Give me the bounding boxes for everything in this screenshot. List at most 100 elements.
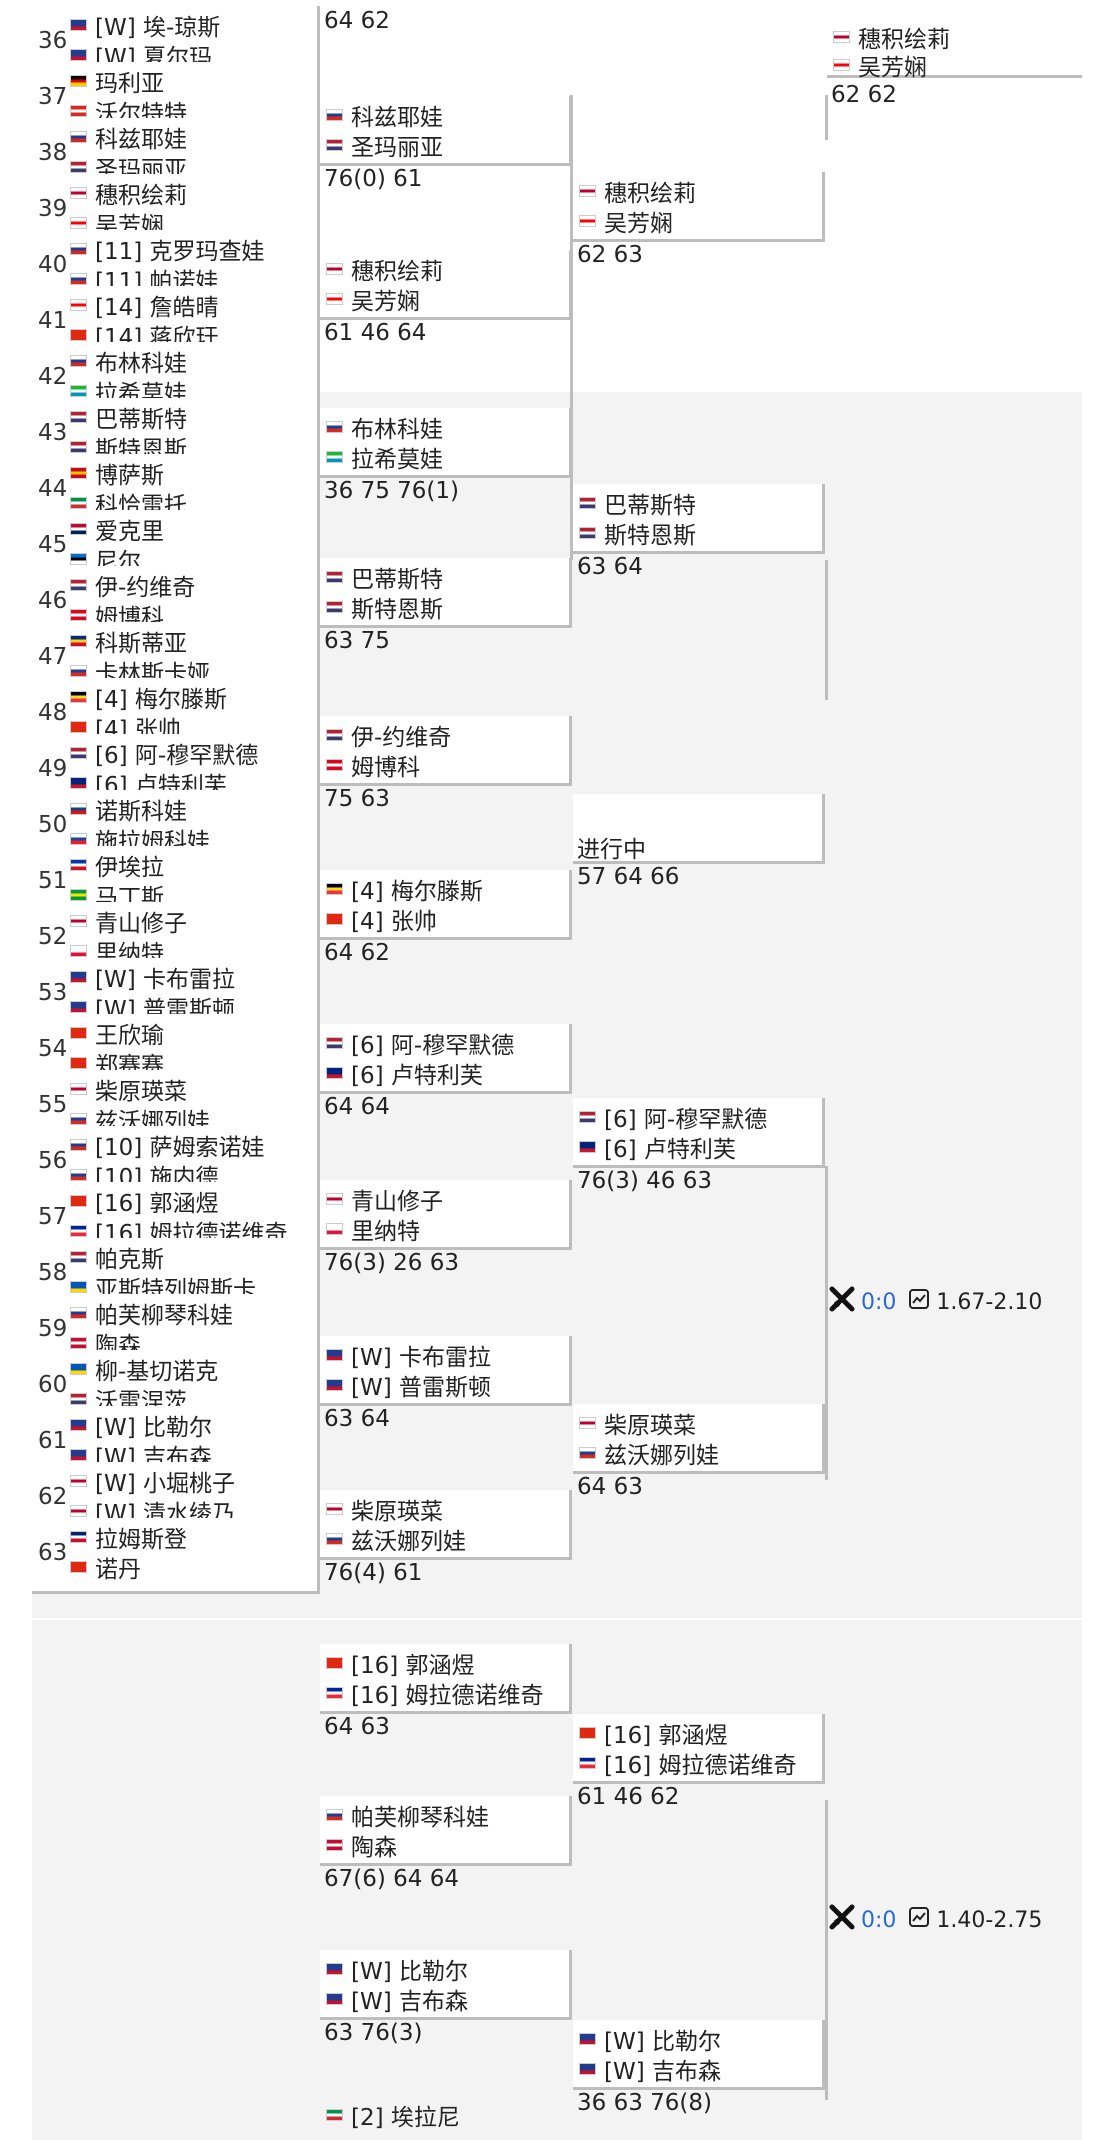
player-name[interactable]: 帕芙柳琴科娃 xyxy=(326,1800,489,1831)
player-name[interactable]: 里纳特 xyxy=(326,1214,420,1245)
player-name[interactable]: 拉希莫娃 xyxy=(326,442,443,473)
flag-icon xyxy=(579,1111,596,1123)
player-name[interactable]: 拉姆斯登 xyxy=(70,1522,187,1553)
player-name[interactable]: [4] 张帅 xyxy=(326,904,437,935)
player-label: 布林科娃 xyxy=(95,351,187,377)
flag-icon xyxy=(70,1001,87,1013)
player-name[interactable]: 科兹耶娃 xyxy=(326,100,443,131)
player-name[interactable]: [6] 阿-穆罕默德 xyxy=(326,1028,514,1059)
player-label: 科兹耶娃 xyxy=(95,127,187,153)
player-name[interactable]: 巴蒂斯特 xyxy=(326,562,443,593)
player-name[interactable]: [W] 吉布森 xyxy=(326,1984,468,2015)
player-label: 博萨斯 xyxy=(95,463,164,489)
player-name[interactable]: [W] 卡布雷拉 xyxy=(70,962,235,993)
player-name[interactable]: [6] 阿-穆罕默德 xyxy=(70,738,258,769)
player-name[interactable]: [W] 普雷斯顿 xyxy=(326,1370,491,1401)
player-name[interactable]: 巴蒂斯特 xyxy=(579,488,696,519)
player-name[interactable]: 博萨斯 xyxy=(70,458,164,489)
player-name[interactable]: 柴原瑛菜 xyxy=(579,1408,696,1439)
match-r2 xyxy=(320,1796,572,1866)
player-name[interactable]: 伊-约维奇 xyxy=(326,720,451,751)
player-name[interactable]: 诺斯科娃 xyxy=(70,794,187,825)
player-label: 陶森 xyxy=(351,1835,397,1861)
player-name[interactable]: 布林科娃 xyxy=(70,346,187,377)
player-name[interactable]: 帕克斯 xyxy=(70,1242,164,1273)
player-name[interactable]: 科兹耶娃 xyxy=(70,122,187,153)
player-name[interactable]: 伊-约维奇 xyxy=(70,570,195,601)
flag-icon xyxy=(70,1139,87,1151)
player-name[interactable]: [W] 小堀桃子 xyxy=(70,1466,235,1497)
match-number: 55 xyxy=(38,1092,68,1118)
player-name[interactable]: 吴芳娴 xyxy=(833,50,927,81)
player-name[interactable]: [16] 郭涵煜 xyxy=(579,1718,728,1749)
flag-icon xyxy=(70,19,87,31)
player-name[interactable]: 姆博科 xyxy=(326,750,420,781)
match-number: 59 xyxy=(38,1316,68,1342)
player-name[interactable]: 兹沃娜列娃 xyxy=(326,1524,466,1555)
player-name[interactable]: [16] 郭涵煜 xyxy=(326,1648,475,1679)
player-name[interactable]: [W] 比勒尔 xyxy=(326,1954,468,1985)
player-name[interactable]: 柴原瑛菜 xyxy=(326,1494,443,1525)
player-name[interactable]: [16] 姆拉德诺维奇 xyxy=(326,1678,544,1709)
player-name[interactable]: [10] 萨姆索诺娃 xyxy=(70,1130,265,1161)
flag-icon xyxy=(70,579,87,591)
player-name[interactable]: [W] 比勒尔 xyxy=(70,1410,212,1441)
player-name[interactable]: 圣玛丽亚 xyxy=(326,130,443,161)
flag-icon xyxy=(326,1993,343,2005)
live-score-link[interactable]: 0:0 xyxy=(861,1907,897,1933)
player-name[interactable]: 穗积绘莉 xyxy=(70,178,187,209)
flag-icon xyxy=(70,243,87,255)
match-number: 53 xyxy=(38,980,68,1006)
player-name[interactable]: 穗积绘莉 xyxy=(579,176,696,207)
player-name[interactable]: [11] 克罗玛查娃 xyxy=(70,234,265,265)
player-name[interactable]: [W] 埃-琼斯 xyxy=(70,10,220,41)
player-name[interactable]: [W] 卡布雷拉 xyxy=(326,1340,491,1371)
tennis-icon[interactable] xyxy=(829,1286,855,1318)
flag-icon xyxy=(833,59,850,71)
player-name[interactable]: 布林科娃 xyxy=(326,412,443,443)
live-score-link[interactable]: 0:0 xyxy=(861,1289,897,1315)
player-name[interactable]: 青山修子 xyxy=(326,1184,443,1215)
player-name[interactable]: 吴芳娴 xyxy=(579,206,673,237)
player-name[interactable]: [6] 卢特利芙 xyxy=(579,1132,736,1163)
player-name[interactable]: 柴原瑛菜 xyxy=(70,1074,187,1105)
player-name[interactable]: 青山修子 xyxy=(70,906,187,937)
player-name[interactable]: 穗积绘莉 xyxy=(833,22,950,53)
chart-icon[interactable] xyxy=(908,1906,930,1934)
player-name[interactable]: 巴蒂斯特 xyxy=(70,402,187,433)
match-score: 64 64 xyxy=(324,1094,390,1120)
player-name[interactable]: [16] 姆拉德诺维奇 xyxy=(579,1748,797,1779)
player-name[interactable]: 斯特恩斯 xyxy=(579,518,696,549)
player-name[interactable]: 爱克里 xyxy=(70,514,164,545)
player-name[interactable]: 柳-基切诺克 xyxy=(70,1354,218,1385)
player-name[interactable]: [16] 郭涵煜 xyxy=(70,1186,219,1217)
player-name[interactable]: 伊埃拉 xyxy=(70,850,164,881)
player-name[interactable]: [6] 阿-穆罕默德 xyxy=(579,1102,767,1133)
player-name[interactable]: 兹沃娜列娃 xyxy=(579,1438,719,1469)
player-name[interactable]: 王欣瑜 xyxy=(70,1018,164,1049)
player-name[interactable]: 诺丹 xyxy=(70,1552,141,1583)
player-name[interactable]: [4] 梅尔滕斯 xyxy=(326,874,483,905)
player-name[interactable]: 吴芳娴 xyxy=(326,284,420,315)
player-name[interactable]: [6] 卢特利芙 xyxy=(326,1058,483,1089)
player-name[interactable]: 帕芙柳琴科娃 xyxy=(70,1298,233,1329)
player-name[interactable]: 斯特恩斯 xyxy=(326,592,443,623)
player-name[interactable]: [W] 吉布森 xyxy=(579,2054,721,2085)
chart-icon[interactable] xyxy=(908,1288,930,1316)
player-name[interactable]: [14] 詹皓晴 xyxy=(70,290,219,321)
tennis-icon[interactable] xyxy=(829,1904,855,1936)
player-name[interactable]: [W] 比勒尔 xyxy=(579,2024,721,2055)
player-label: 柴原瑛菜 xyxy=(351,1499,443,1525)
player-name[interactable]: [2] 埃拉尼 xyxy=(326,2100,460,2131)
player-name[interactable]: 玛利亚 xyxy=(70,66,164,97)
player-name[interactable]: [4] 梅尔滕斯 xyxy=(70,682,227,713)
match-number: 56 xyxy=(38,1148,68,1174)
flag-icon xyxy=(70,609,87,621)
match-score: 64 62 xyxy=(324,940,390,966)
player-label: 吴芳娴 xyxy=(351,289,420,315)
player-name[interactable]: 科斯蒂亚 xyxy=(70,626,187,657)
player-name[interactable]: 穗积绘莉 xyxy=(326,254,443,285)
player-label: 科斯蒂亚 xyxy=(95,631,187,657)
flag-icon xyxy=(579,1417,596,1429)
player-name[interactable]: 陶森 xyxy=(326,1830,397,1861)
